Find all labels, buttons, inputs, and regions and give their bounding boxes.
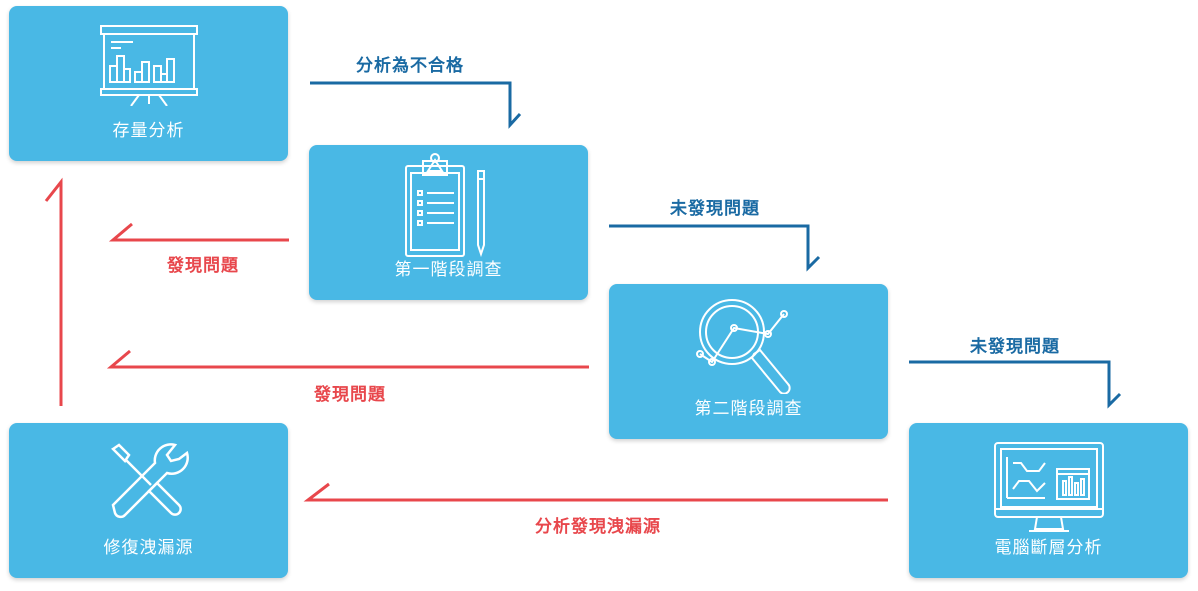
node-inventory-analysis[interactable]: 存量分析	[9, 6, 288, 161]
presentation-chart-icon	[99, 25, 198, 106]
arrow-stage2-to-forensics	[909, 360, 1122, 409]
edge-label-issue-2: 發現問題	[314, 385, 386, 405]
node-ct-analysis[interactable]: 電腦斷層分析	[909, 423, 1188, 578]
clipboard-checklist-icon	[404, 153, 485, 258]
arrow-forensics-to-repair	[303, 482, 888, 502]
edge-label-fail: 分析為不合格	[356, 56, 464, 76]
magnifier-analytics-icon	[695, 299, 791, 394]
arrow-stage1-to-repair	[108, 222, 289, 242]
monitor-dashboard-icon	[993, 442, 1104, 532]
node-repair-leak[interactable]: 修復洩漏源	[9, 423, 288, 578]
edge-label-no-issue-1: 未發現問題	[670, 199, 760, 219]
node-label: 修復洩漏源	[103, 538, 194, 558]
arrow-inventory-to-stage1	[310, 81, 522, 129]
node-label: 第一階段調查	[394, 260, 503, 280]
edge-label-no-issue-2: 未發現問題	[970, 337, 1060, 357]
node-stage2-survey[interactable]: 第二階段調查	[609, 284, 888, 439]
arrow-stage2-to-repair	[106, 349, 589, 369]
arrow-stage1-to-stage2	[609, 224, 821, 272]
node-label: 電腦斷層分析	[994, 538, 1103, 558]
arrow-repair-to-inventory	[44, 177, 63, 406]
wrench-screwdriver-icon	[110, 443, 189, 519]
node-label: 第二階段調查	[694, 399, 803, 419]
node-label: 存量分析	[112, 121, 185, 141]
node-stage1-survey[interactable]: 第一階段調查	[309, 145, 588, 300]
edge-label-leak-found: 分析發現洩漏源	[535, 517, 661, 537]
edge-label-issue-1: 發現問題	[167, 256, 239, 276]
